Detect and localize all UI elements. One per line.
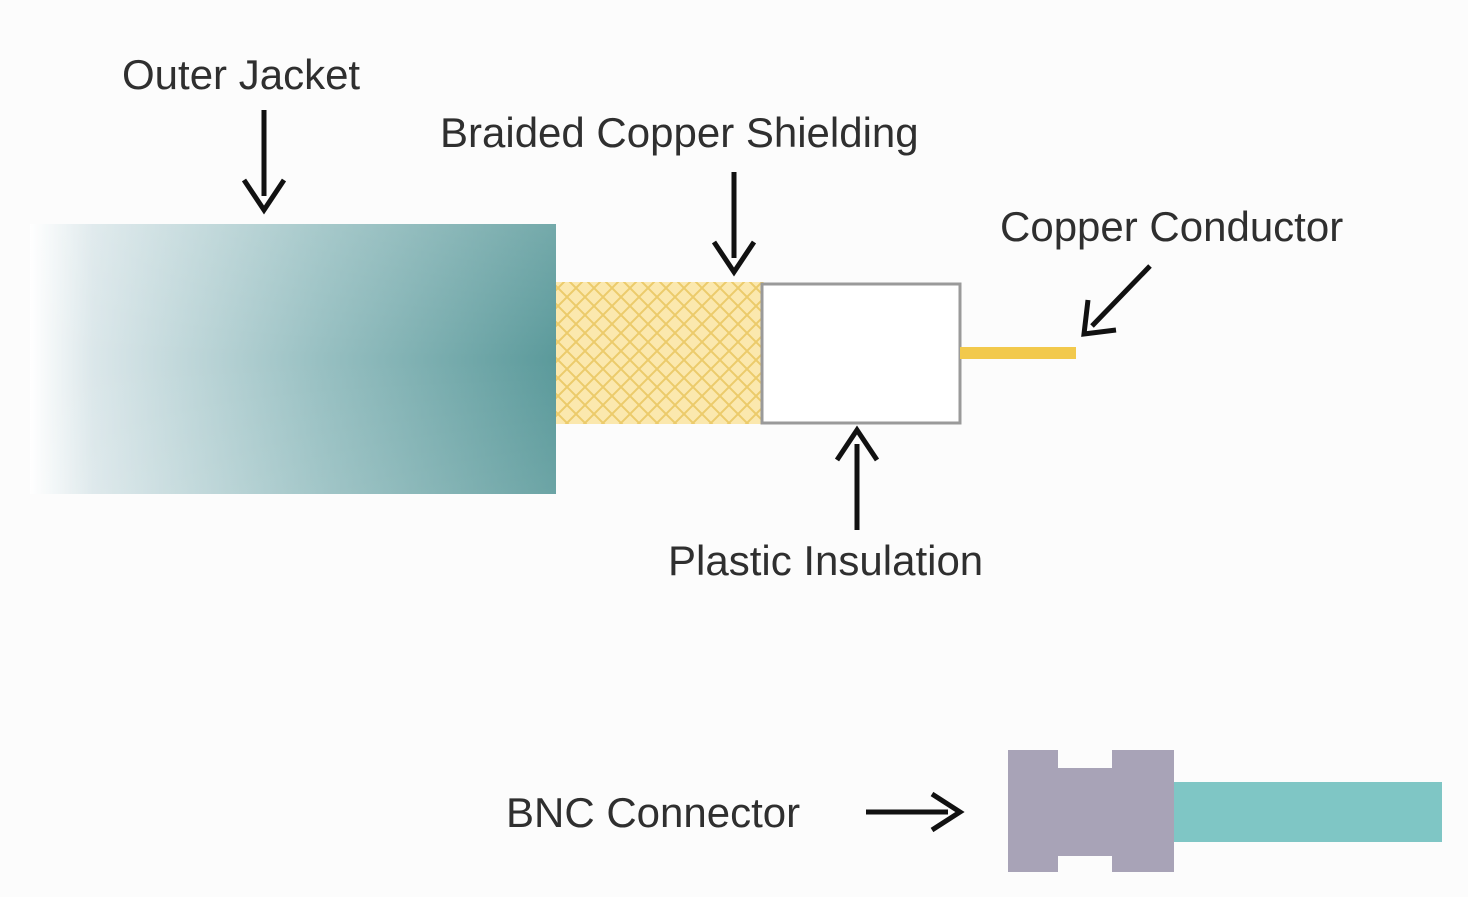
outer-jacket-shading <box>30 224 556 494</box>
braided-shielding-shape <box>556 282 764 424</box>
bnc-connector-cable <box>1174 782 1442 842</box>
copper-conductor-label: Copper Conductor <box>1000 203 1344 250</box>
bnc-connector-label: BNC Connector <box>506 789 801 836</box>
outer-jacket-label: Outer Jacket <box>122 51 361 98</box>
plastic-insulation-shape <box>760 282 962 425</box>
arrow-bnc-connector <box>866 791 965 833</box>
arrow-plastic-insulation <box>834 425 880 530</box>
copper-conductor-shape <box>960 347 1076 359</box>
bnc-connector-body <box>1008 750 1174 872</box>
arrow-outer-jacket <box>241 110 287 215</box>
braided-shielding-label: Braided Copper Shielding <box>440 109 919 156</box>
plastic-insulation-label: Plastic Insulation <box>668 537 984 584</box>
arrow-copper-conductor <box>1081 264 1152 337</box>
arrow-braided-shielding <box>711 172 757 277</box>
